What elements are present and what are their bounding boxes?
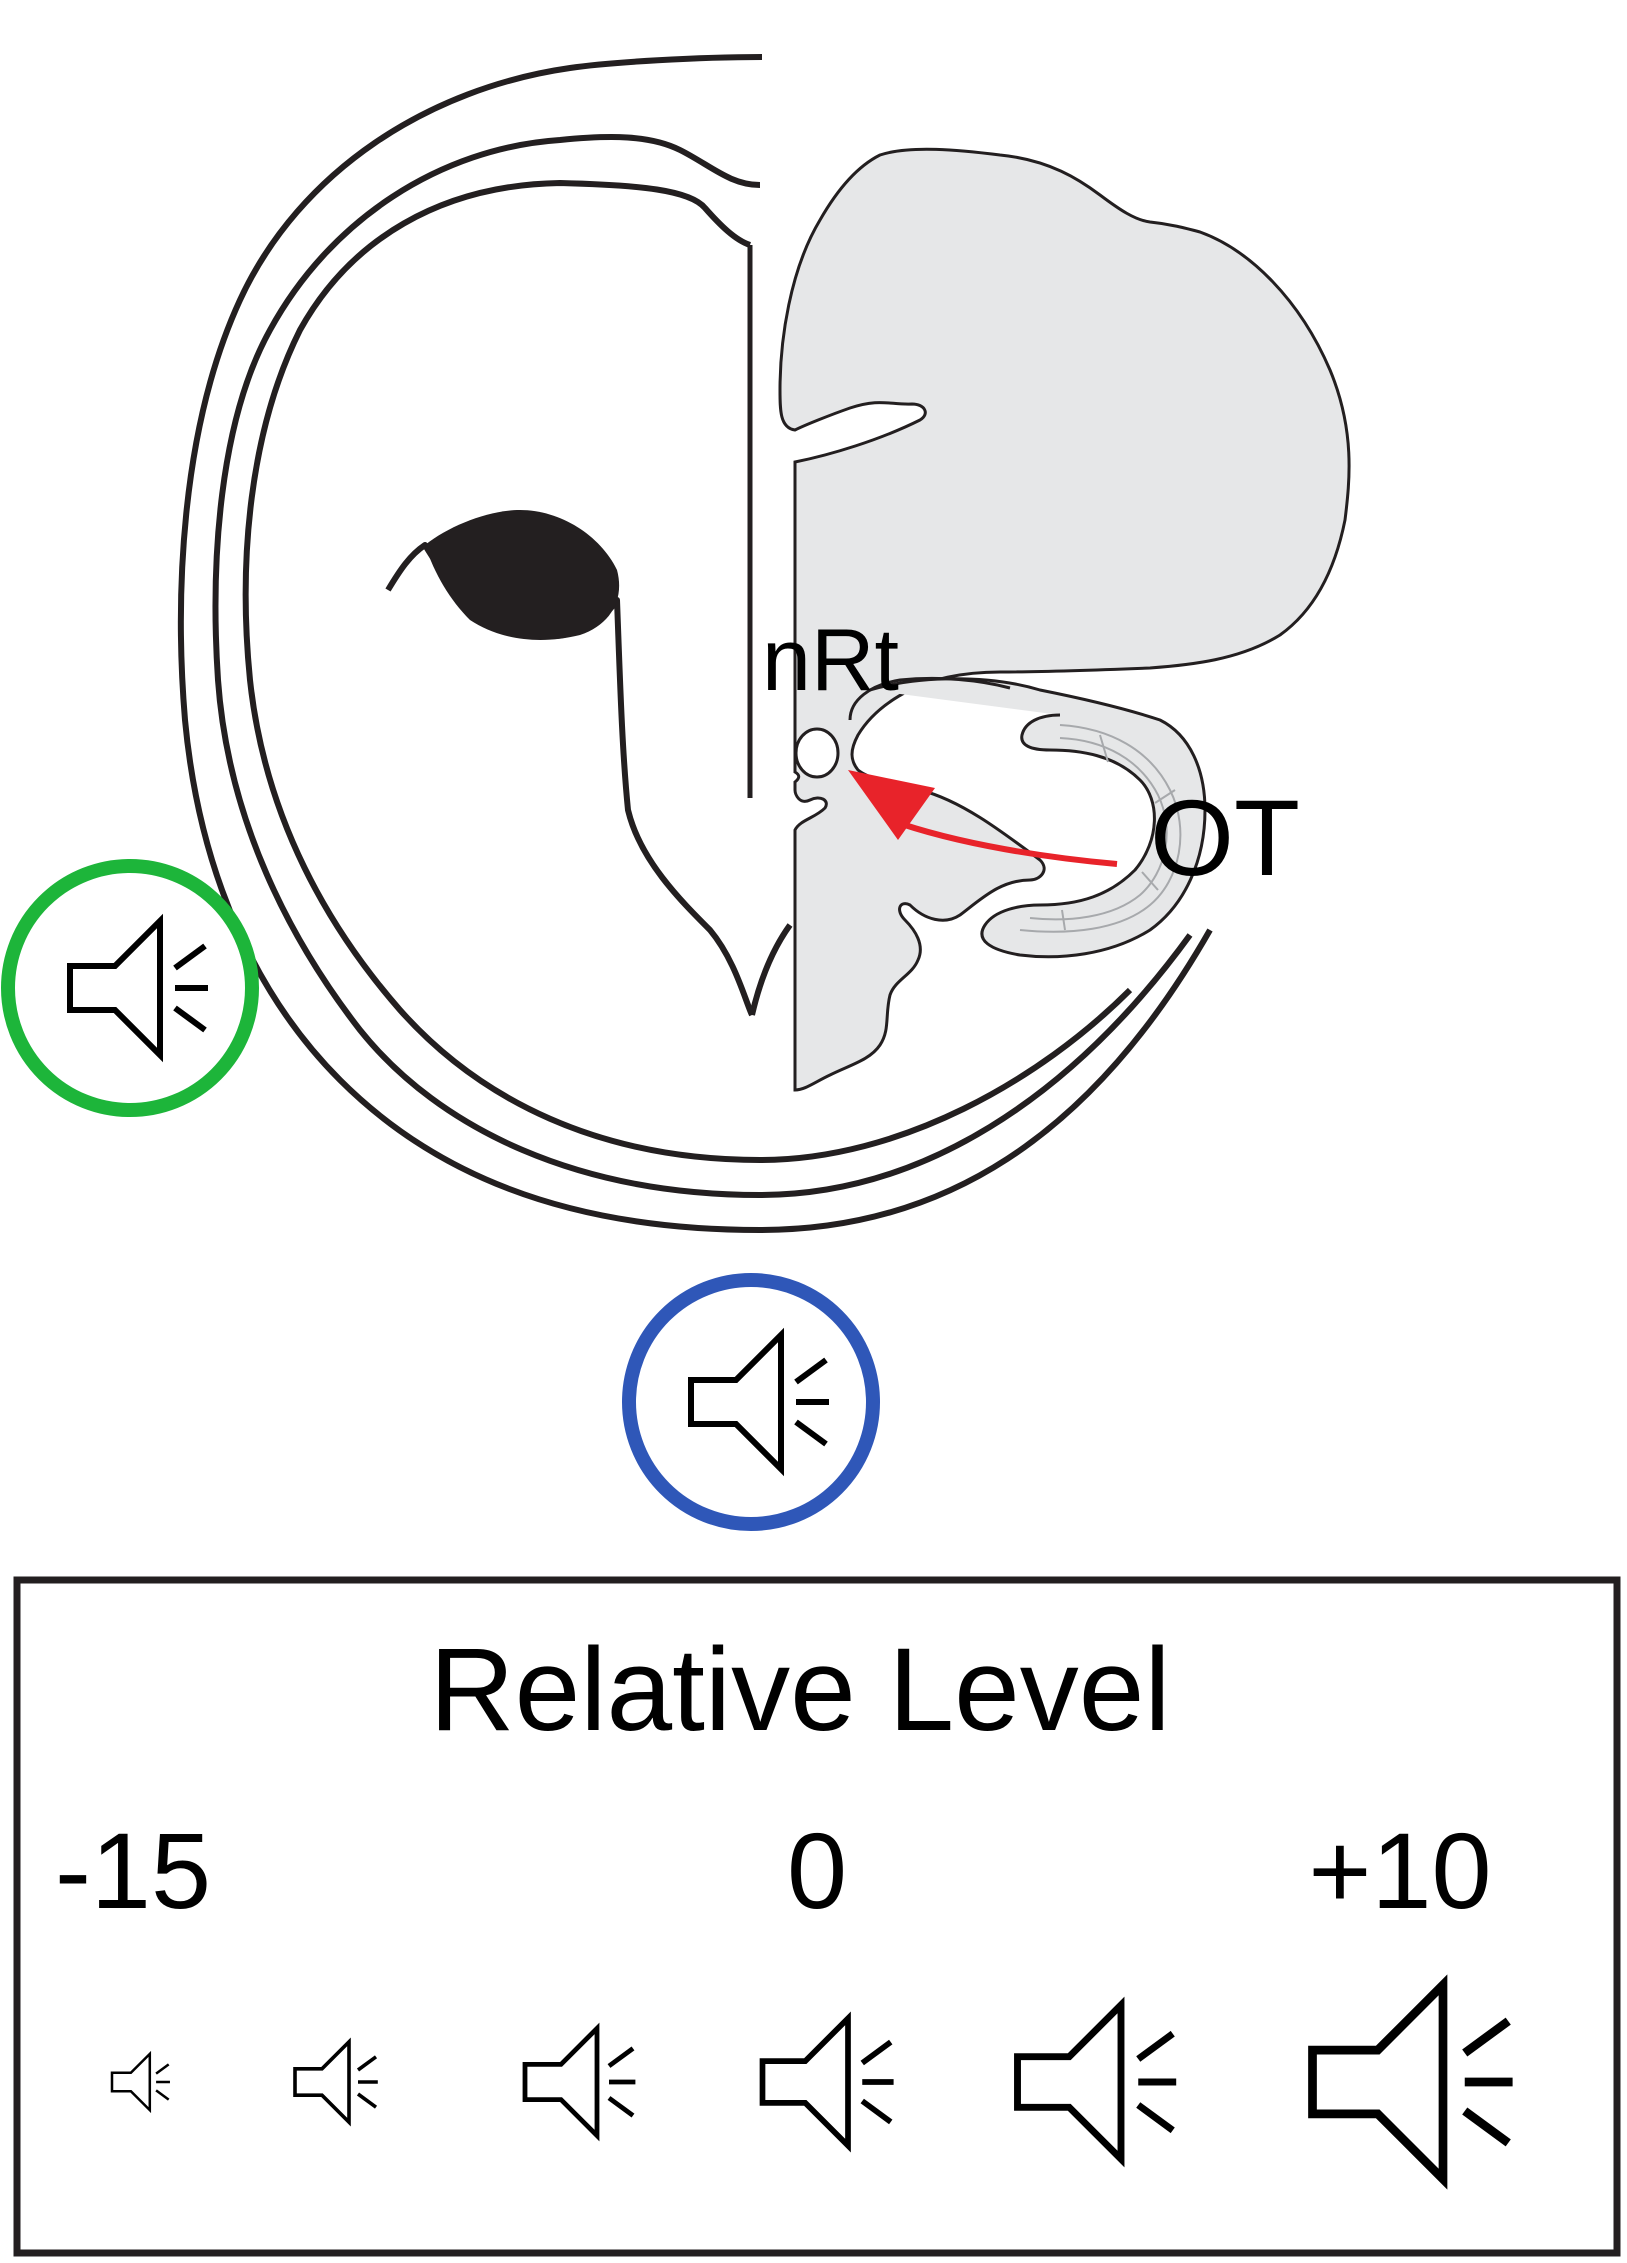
legend-level-1 [110, 2052, 172, 2112]
brain-outline [778, 147, 1351, 1092]
facial-disc-outlines [177, 54, 1213, 1233]
nrt-label: nRt [762, 610, 899, 709]
legend-level-2 [293, 2040, 380, 2124]
speaker-icon [525, 2028, 635, 2135]
ot-label: OT [1150, 777, 1300, 898]
legend-level-3 [525, 2028, 635, 2135]
legend-level-4 [763, 2018, 894, 2145]
legend-level-5 [1018, 2005, 1177, 2159]
tick-label-min: -15 [55, 1810, 211, 1931]
legend-title: Relative Level [429, 1624, 1170, 1756]
outer-ruff-line [177, 54, 1213, 1233]
speaker-icon [293, 2040, 380, 2124]
speaker-icon [1018, 2005, 1177, 2159]
arrow-head [848, 770, 935, 840]
middle-ruff-line [212, 134, 1193, 1198]
legend-level-6 [1313, 1985, 1513, 2179]
projection-arrow [848, 770, 1118, 867]
tick-label-mid: 0 [787, 1810, 847, 1931]
front-speaker [622, 1273, 880, 1531]
legend-frame [13, 1576, 1621, 2257]
speaker-icon [691, 1335, 829, 1469]
optic-tectum [869, 677, 1207, 959]
inner-ruff-line [242, 180, 1133, 1163]
speaker-icon [110, 2052, 172, 2112]
left-speaker [1, 859, 259, 1117]
nrt-nucleus [794, 727, 840, 779]
upper-tectum-lip [848, 676, 1011, 721]
front-speaker-ring [622, 1273, 880, 1531]
arrow-shaft [888, 817, 1118, 867]
tick-label-max: +10 [1308, 1810, 1491, 1931]
legend: Relative Level -15 0 +10 [13, 1576, 1621, 2257]
speaker-icon [1313, 1985, 1513, 2179]
eye [425, 510, 620, 640]
speaker-icon [70, 921, 208, 1055]
brain-section [778, 147, 1351, 1092]
left-speaker-ring [1, 859, 259, 1117]
speaker-icon [763, 2018, 894, 2145]
